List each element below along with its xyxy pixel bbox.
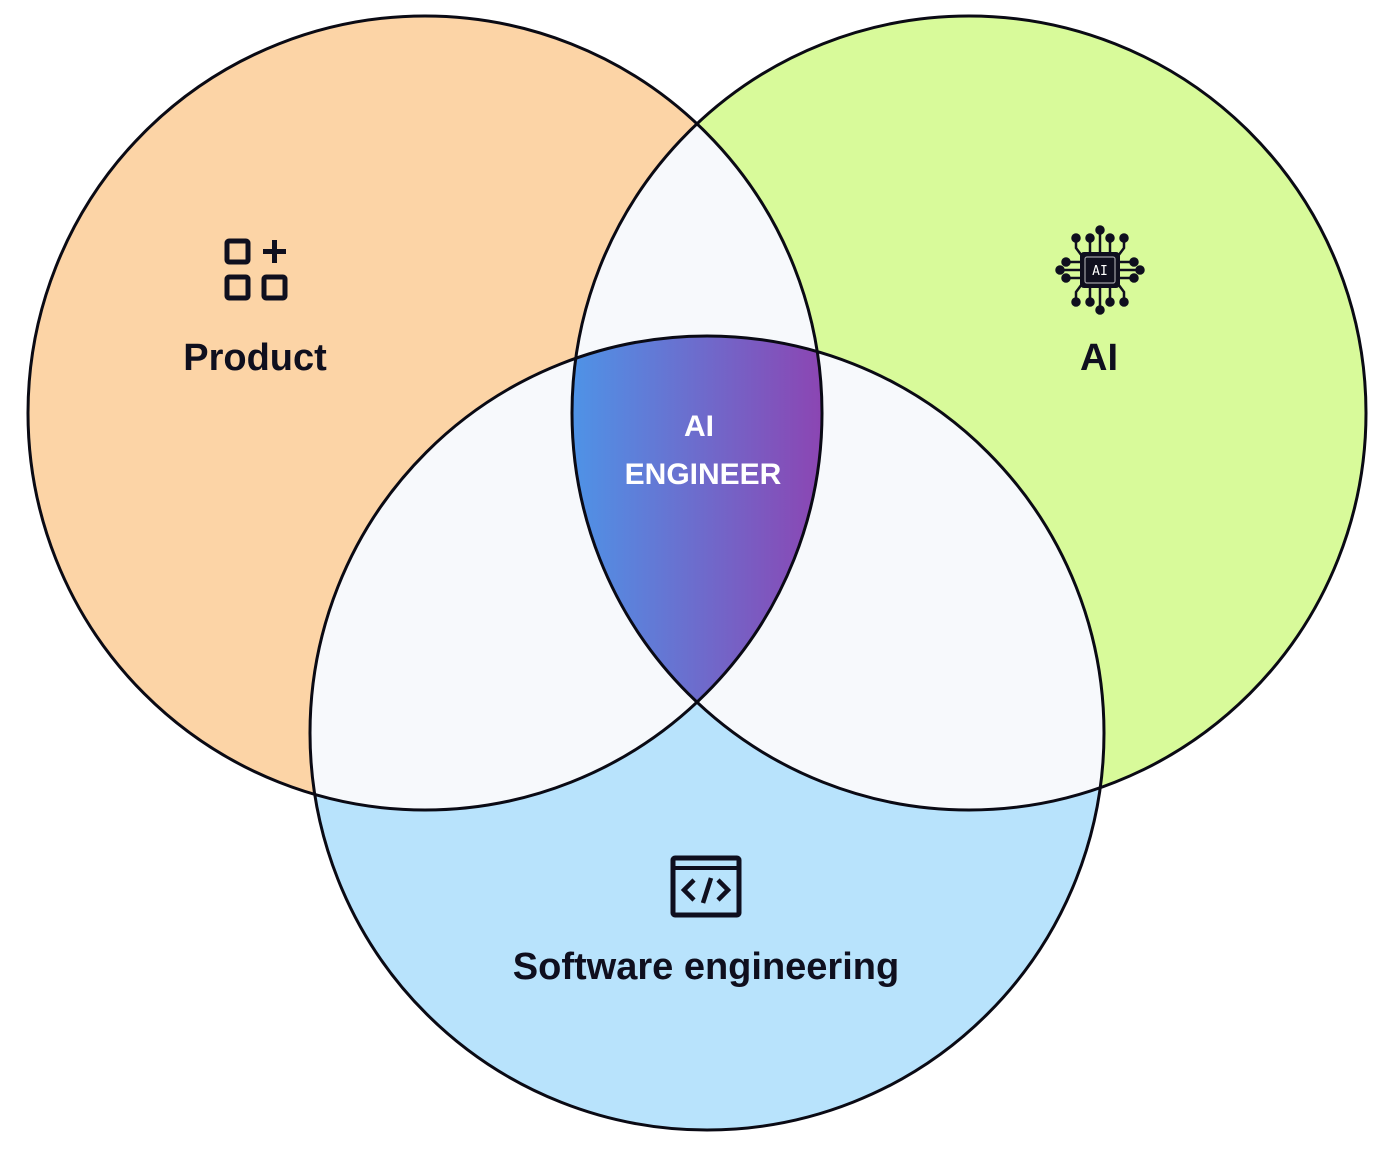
- ai-outline: [570, 14, 1368, 812]
- ai-chip-text: AI: [1092, 264, 1108, 279]
- product-outline: [26, 14, 824, 812]
- center-label-line2: ENGINEER: [625, 458, 782, 491]
- code-icon: [670, 855, 742, 918]
- ai-chip-icon: AI: [1055, 225, 1145, 315]
- grid-plus-icon: [224, 238, 288, 301]
- ai-label: AI: [1080, 337, 1118, 379]
- center-label-line1: AI: [684, 410, 714, 443]
- circle-outlines: [26, 14, 1368, 1132]
- software-outline: [308, 334, 1106, 1132]
- software-label: Software engineering: [513, 946, 899, 988]
- product-label: Product: [183, 337, 327, 379]
